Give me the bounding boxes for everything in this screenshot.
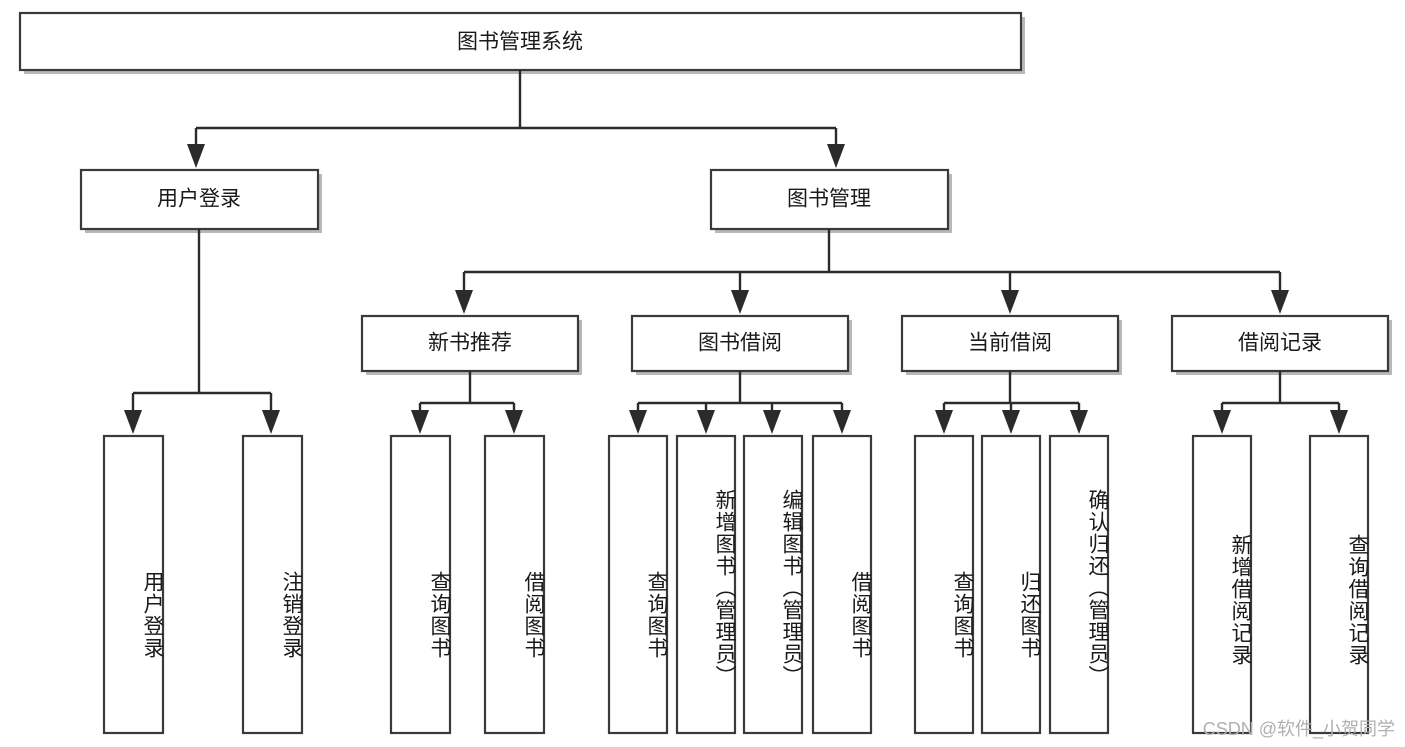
node-book-borrow-label: 图书借阅 xyxy=(698,332,782,355)
arrow-head-borrow-record xyxy=(1271,290,1289,314)
connector-book-borrow-to-leaves xyxy=(629,371,851,434)
leaf-confirm-return-box[interactable] xyxy=(1048,434,1110,735)
connector-book-manage-to-level3 xyxy=(455,229,1289,314)
arrow-head-leaf-edit-book xyxy=(763,410,781,434)
node-book-manage[interactable]: 图书管理 xyxy=(709,168,952,233)
arrow-head-leaf-user-login xyxy=(124,410,142,434)
connector-borrow-record-to-leaves xyxy=(1213,371,1348,434)
leaf-user-login-box[interactable] xyxy=(102,434,165,735)
leaf-query-record-box[interactable] xyxy=(1308,434,1370,735)
node-borrow-record[interactable]: 借阅记录 xyxy=(1170,314,1392,375)
node-user-login-box xyxy=(79,168,320,231)
leaf-query-book-2-box[interactable] xyxy=(607,434,669,735)
arrow-head-leaf-borrow-book-1 xyxy=(505,410,523,434)
connector-new-book-rec-to-leaves xyxy=(411,371,523,434)
leaf-add-book-box[interactable] xyxy=(675,434,737,735)
node-new-book-rec[interactable]: 新书推荐 xyxy=(360,314,582,375)
arrow-head-new-book-rec xyxy=(455,290,473,314)
node-new-book-rec-label: 新书推荐 xyxy=(428,332,512,355)
node-current-borrow-label: 当前借阅 xyxy=(968,332,1052,355)
node-root-box xyxy=(18,11,1023,72)
arrow-head-user-login xyxy=(187,144,205,168)
leaf-borrow-book-2-box[interactable] xyxy=(811,434,873,735)
arrow-head-current-borrow xyxy=(1001,290,1019,314)
arrow-head-leaf-add-record xyxy=(1213,410,1231,434)
leaf-return-book-box[interactable] xyxy=(980,434,1042,735)
connector-root-to-level2 xyxy=(187,70,845,168)
arrow-head-leaf-query-book-1 xyxy=(411,410,429,434)
leaf-query-book-1-box[interactable] xyxy=(389,434,452,735)
node-user-login-label: 用户登录 xyxy=(157,188,241,211)
node-root[interactable]: 图书管理系统 xyxy=(18,11,1025,74)
arrow-head-leaf-logout xyxy=(262,410,280,434)
node-current-borrow[interactable]: 当前借阅 xyxy=(900,314,1122,375)
leaf-edit-book-box[interactable] xyxy=(742,434,804,735)
arrow-head-leaf-borrow-book-2 xyxy=(833,410,851,434)
leaf-add-record-box[interactable] xyxy=(1191,434,1253,735)
csdn-watermark: CSDN @软件_小贺同学 xyxy=(1202,719,1395,739)
leaf-query-book-3-box[interactable] xyxy=(913,434,975,735)
node-book-borrow[interactable]: 图书借阅 xyxy=(630,314,852,375)
arrow-head-leaf-query-book-2 xyxy=(629,410,647,434)
arrow-head-book-borrow xyxy=(731,290,749,314)
leaf-boxes xyxy=(102,434,1370,735)
connector-current-borrow-to-leaves xyxy=(935,371,1088,434)
leaf-logout-box[interactable] xyxy=(241,434,304,735)
arrow-head-book-manage xyxy=(827,144,845,168)
arrow-head-leaf-add-book xyxy=(697,410,715,434)
arrow-head-leaf-query-book-3 xyxy=(935,410,953,434)
arrow-head-leaf-query-record xyxy=(1330,410,1348,434)
node-root-label: 图书管理系统 xyxy=(457,31,583,54)
node-borrow-record-label: 借阅记录 xyxy=(1238,332,1322,355)
node-borrow-record-box xyxy=(1170,314,1390,373)
node-new-book-rec-box xyxy=(360,314,580,373)
node-book-manage-label: 图书管理 xyxy=(787,188,871,211)
arrow-head-leaf-return-book xyxy=(1002,410,1020,434)
node-current-borrow-box xyxy=(900,314,1120,373)
leaf-borrow-book-1-box[interactable] xyxy=(483,434,546,735)
node-user-login[interactable]: 用户登录 xyxy=(79,168,322,233)
arrow-head-leaf-confirm-return xyxy=(1070,410,1088,434)
connector-user-login-to-leaves xyxy=(124,229,280,434)
